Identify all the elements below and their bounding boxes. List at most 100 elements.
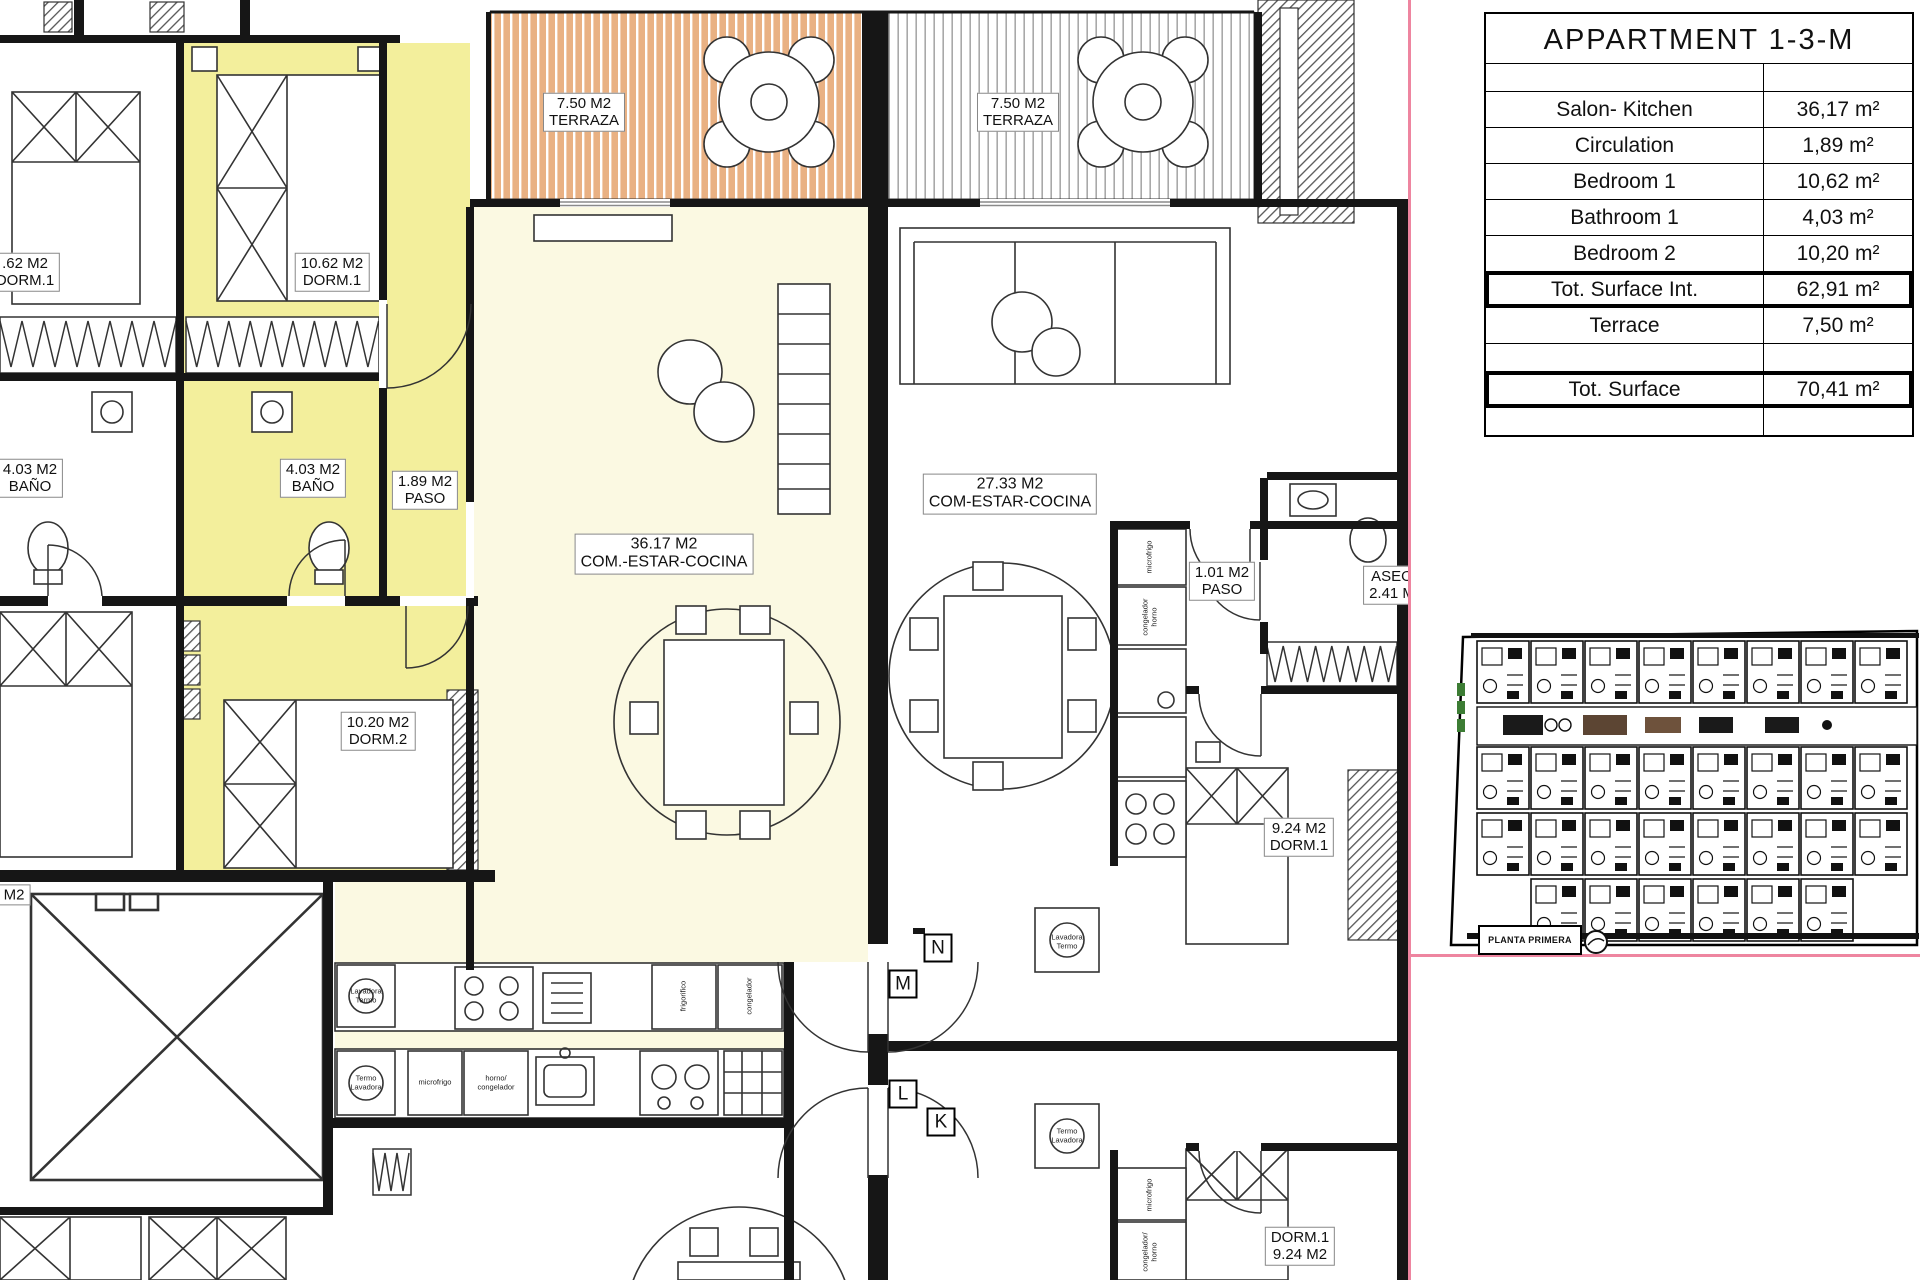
appliance-label-fridge: frigorifico	[678, 980, 688, 1012]
table-cell-label: Tot. Surface Int.	[1486, 272, 1764, 307]
room-label-m2-fragment: M2	[0, 884, 31, 906]
room-name: PASO	[1201, 581, 1243, 598]
site-plan-thumbnail	[1447, 627, 1920, 957]
toilet-icon	[308, 521, 350, 585]
table-cell-value	[1764, 344, 1912, 371]
windows	[560, 201, 1170, 207]
table-cell-label: Circulation	[1486, 128, 1764, 163]
room-name: DORM.1	[1269, 837, 1329, 854]
room-name: BAÑO	[8, 478, 52, 495]
appliance-label-microfridge: microfrigo	[418, 1077, 452, 1087]
doors-layer	[47, 303, 1262, 1214]
stair-elevator	[29, 892, 325, 1182]
sink-icon	[251, 391, 293, 433]
divider-line-vertical	[1408, 0, 1411, 1280]
room-area: 7.50 M2	[556, 94, 612, 112]
table-cell-value: 62,91 m²	[1796, 277, 1880, 301]
table-row	[1486, 407, 1912, 435]
table-cell-value: 4,03 m²	[1802, 205, 1874, 229]
room-area: 36.17 M2	[630, 535, 698, 553]
sink-icon	[91, 391, 133, 433]
table-row: Bedroom 1 10,62 m²	[1486, 163, 1912, 199]
table-row: Bedroom 2 10,20 m²	[1486, 235, 1912, 271]
room-name: TERRAZA	[548, 112, 620, 129]
room-area: 9.24 M2	[1271, 819, 1327, 837]
appliance-label-microfridge: microfrigo	[1144, 1178, 1154, 1212]
grid-letter-m: M	[888, 969, 918, 999]
laundry-appliances	[1034, 907, 1187, 1280]
divider-line-horizontal	[1411, 954, 1920, 957]
table-cell-label: Bedroom 2	[1486, 236, 1764, 271]
appliance-label-freezer-oven: congelador horno	[1140, 598, 1158, 636]
room-area: 1.89 M2	[397, 472, 453, 490]
table-cell-value	[1764, 408, 1912, 435]
table-row: Circulation 1,89 m²	[1486, 127, 1912, 163]
room-name: TERRAZA	[982, 112, 1054, 129]
appliance-label-washer: Lavadora Termo	[1051, 932, 1083, 950]
table-cell-label	[1486, 64, 1764, 91]
table-cell-label: Terrace	[1486, 308, 1764, 343]
dining-set-icon	[613, 605, 841, 840]
table-row: Tot. Surface 70,41 m²	[1486, 371, 1912, 407]
room-label-dorm1-right: 9.24 M2 DORM.1	[1263, 817, 1335, 857]
area-table-title: APPARTMENT 1-3-M	[1543, 24, 1855, 56]
table-cell-label: Bedroom 1	[1486, 164, 1764, 199]
room-area: 10.20 M2	[346, 713, 410, 731]
table-cell-label	[1486, 344, 1764, 371]
area-table: APPARTMENT 1-3-M Salon- Kitchen 36,17 m² C…	[1484, 12, 1914, 437]
room-name: COM.-ESTAR-COCINA	[580, 554, 748, 571]
table-cell-value: 1,89 m²	[1802, 133, 1874, 157]
room-area: 4.03 M2	[285, 460, 341, 478]
room-name: BAÑO	[291, 478, 335, 495]
appliance-label-boiler: Termo Lavadora	[350, 1073, 382, 1091]
table-cell-value	[1764, 64, 1912, 91]
appliance-label-freezer: congelador	[744, 977, 754, 1015]
room-area: 1.01 M2	[1194, 563, 1250, 581]
site-plan-drawing	[1449, 629, 1919, 954]
grid-letter-n: N	[923, 933, 953, 963]
room-label-terrace-right: 7.50 M2 TERRAZA	[976, 92, 1060, 132]
table-cell-value: 36,17 m²	[1796, 97, 1880, 121]
table-cell-label: Salon- Kitchen	[1486, 92, 1764, 127]
door-gaps	[48, 199, 1268, 1175]
room-label-dorm1: 10.62 M2 DORM.1	[294, 252, 370, 292]
grid-letter-k: K	[926, 1107, 956, 1137]
terrace-table-icon	[703, 36, 835, 168]
room-name: PASO	[404, 490, 446, 507]
room-area: M2	[3, 886, 25, 904]
table-cell-label: Tot. Surface	[1486, 372, 1764, 407]
room-area: 9.24 M2	[1272, 1246, 1328, 1263]
appliance-label-microfridge: microfrigo	[1144, 540, 1154, 574]
terrace-table-icon	[1077, 36, 1209, 168]
room-area: 4.03 M2	[2, 460, 58, 478]
floor-plan-drawing	[0, 0, 1410, 1280]
room-label-dorm2: 10.20 M2 DORM.2	[340, 711, 416, 751]
room-label-living-right: 27.33 M2 COM-ESTAR-COCINA	[922, 473, 1098, 515]
table-cell-value: 10,62 m²	[1796, 169, 1880, 193]
room-label-terrace-left: 7.50 M2 TERRAZA	[542, 92, 626, 132]
table-cell-value: 10,20 m²	[1796, 241, 1880, 265]
kitchen-counter	[334, 962, 785, 1119]
room-label-paso-right: 1.01 M2 PASO	[1188, 561, 1256, 601]
kitchen-column	[1113, 528, 1187, 858]
plants-icon	[657, 339, 755, 443]
dining-set-icon	[632, 1206, 846, 1280]
floor-plan: 7.50 M2 TERRAZA 7.50 M2 TERRAZA .62 M2 D…	[0, 0, 1410, 1280]
sink-icon	[1289, 483, 1337, 517]
room-area: .62 M2	[2, 254, 48, 272]
room-label-paso: 1.89 M2 PASO	[391, 470, 459, 510]
dining-set-icon	[888, 561, 1116, 791]
room-label-bano-left: 4.03 M2 BAÑO	[0, 458, 64, 498]
table-row: Tot. Surface Int. 62,91 m²	[1486, 271, 1912, 307]
table-cell-value: 70,41 m²	[1796, 377, 1880, 401]
room-name: DORM.2	[348, 731, 408, 748]
table-row: Salon- Kitchen 36,17 m²	[1486, 91, 1912, 127]
room-name: COM-ESTAR-COCINA	[928, 494, 1092, 511]
room-label-living: 36.17 M2 COM.-ESTAR-COCINA	[574, 533, 754, 575]
table-row	[1486, 63, 1912, 91]
grid-letter-l: L	[888, 1079, 918, 1109]
room-name: DORM.1	[0, 272, 55, 289]
appliance-label-oven: horno/ congelador	[477, 1073, 515, 1091]
room-label-bano: 4.03 M2 BAÑO	[279, 458, 347, 498]
